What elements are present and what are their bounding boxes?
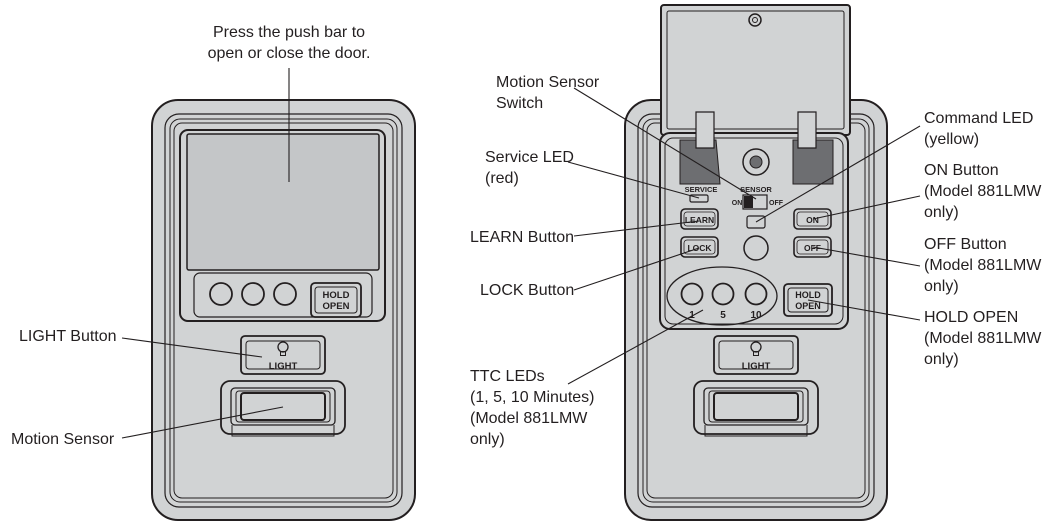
leader-motion-sensor-switch bbox=[573, 87, 757, 200]
indicator-light-2 bbox=[241, 282, 265, 306]
leader-off-button bbox=[812, 246, 921, 267]
sensor-label: SENSOR bbox=[740, 185, 772, 194]
ttc-led-group bbox=[666, 266, 778, 326]
push-bar-lid-open[interactable] bbox=[660, 4, 851, 136]
callout-ttc-leds: TTC LEDs (1, 5, 10 Minutes) (Model 881LM… bbox=[470, 368, 595, 448]
left-control-panel: HOLD OPEN LIGHT bbox=[151, 99, 416, 521]
light-key-label-left: LIGHT bbox=[269, 361, 298, 372]
push-bar[interactable] bbox=[186, 133, 380, 271]
callout-hold-open: HOLD OPEN (Model 881LMW only) bbox=[924, 309, 1042, 368]
hold-open-label-right-2: OPEN bbox=[795, 301, 821, 311]
callout-on-button: ON Button (Model 881LMW only) bbox=[924, 162, 1042, 221]
lid-screw-icon bbox=[748, 13, 762, 27]
leader-service-led bbox=[567, 161, 700, 199]
leader-on-button bbox=[812, 195, 921, 220]
learn-button[interactable] bbox=[680, 208, 719, 230]
center-round-button[interactable] bbox=[743, 235, 769, 261]
callout-motion-sensor: Motion Sensor bbox=[11, 431, 115, 448]
ttc-led-10 bbox=[744, 282, 768, 306]
leader-learn-button bbox=[573, 220, 700, 237]
indicator-light-3 bbox=[273, 282, 297, 306]
learn-key-label: LEARN bbox=[685, 215, 714, 225]
leader-light-button bbox=[121, 337, 263, 358]
leader-lock-button bbox=[573, 247, 700, 291]
hold-open-label-right-1: HOLD bbox=[795, 290, 821, 300]
right-hinge bbox=[792, 139, 834, 185]
light-key-label-right: LIGHT bbox=[742, 361, 771, 372]
callout-motion-sensor-switch: Motion Sensor Switch bbox=[496, 74, 600, 112]
lock-button[interactable] bbox=[680, 236, 719, 258]
service-label: SERVICE bbox=[685, 185, 718, 194]
leader-motion-sensor bbox=[121, 406, 284, 439]
callout-command-led: Command LED (yellow) bbox=[924, 110, 1034, 148]
hold-open-button-left[interactable] bbox=[310, 282, 362, 318]
callout-service-led: Service LED (red) bbox=[485, 149, 574, 187]
ttc-led-5 bbox=[711, 282, 735, 306]
indicator-light-1 bbox=[209, 282, 233, 306]
ttc-led-1 bbox=[680, 282, 704, 306]
sensor-on-label: ON bbox=[732, 200, 743, 207]
callout-learn-button: LEARN Button bbox=[470, 229, 575, 246]
off-key-label: OFF bbox=[804, 243, 821, 253]
hold-open-label-left-2: OPEN bbox=[323, 301, 350, 312]
right-control-panel: SERVICE SENSOR ON OFF LEARN LOCK ON bbox=[624, 4, 888, 521]
hold-open-label-left-1: HOLD bbox=[323, 290, 350, 301]
leader-ttc-leds bbox=[567, 309, 704, 385]
on-key-label: ON bbox=[806, 215, 819, 225]
light-bulb-icon-right bbox=[750, 341, 762, 356]
leader-command-led bbox=[755, 125, 921, 223]
leader-hold-open bbox=[807, 299, 921, 321]
callout-push-bar: Press the push bar to open or close the … bbox=[207, 24, 371, 62]
on-button[interactable] bbox=[793, 208, 832, 230]
light-bulb-icon bbox=[277, 341, 289, 356]
callout-light-button: LIGHT Button bbox=[19, 328, 117, 345]
callout-lock-button: LOCK Button bbox=[480, 282, 575, 299]
callout-off-button: OFF Button (Model 881LMW only) bbox=[924, 236, 1042, 295]
lock-key-label: LOCK bbox=[687, 243, 712, 253]
sensor-off-label: OFF bbox=[769, 200, 784, 207]
ttc-5-label: 5 bbox=[720, 310, 726, 321]
off-button[interactable] bbox=[793, 236, 832, 258]
ttc-10-label: 10 bbox=[750, 310, 762, 321]
